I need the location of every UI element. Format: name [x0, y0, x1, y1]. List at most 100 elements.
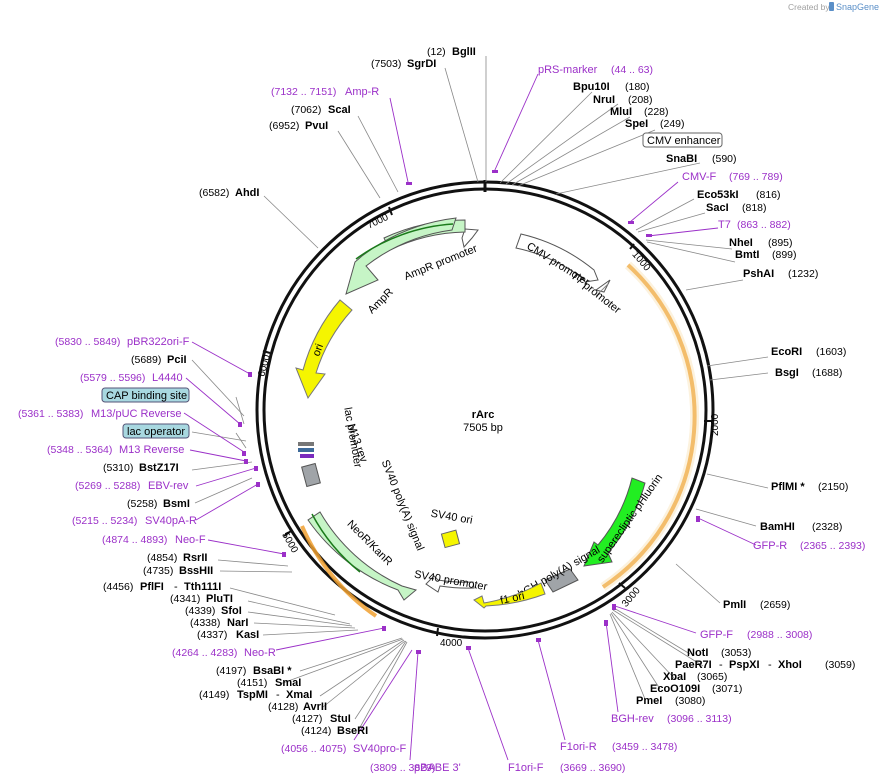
primer-lines [183, 73, 757, 761]
tick-2000: 2000 [710, 413, 721, 436]
primer-neo-r[interactable]: Neo-R [244, 647, 276, 659]
site-pshai[interactable]: PshAI [743, 268, 774, 280]
primer-gfp-f[interactable]: GFP-F [700, 629, 733, 641]
primer-pos: (44 .. 63) [611, 64, 653, 76]
site-pos: (899) [772, 249, 797, 261]
bgh-polya-feature[interactable] [544, 568, 579, 593]
f1-ori-feature[interactable] [473, 582, 546, 609]
site-avrii[interactable]: AvrII [303, 701, 327, 713]
site-pmli[interactable]: PmlI [723, 599, 746, 611]
site-xbai[interactable]: XbaI [663, 671, 686, 683]
primer-ebv-rev[interactable]: EBV-rev [148, 480, 189, 492]
primer-pbabe-3[interactable]: pBABE 3' [414, 762, 461, 774]
sv40-promoter-label: SV40 promoter [413, 569, 488, 594]
site-scai[interactable]: ScaI [328, 104, 351, 116]
site-bsabi[interactable]: BsaBI * [253, 665, 292, 677]
site-bseri[interactable]: BseRI [337, 725, 368, 737]
site-pmei[interactable]: PmeI [636, 695, 662, 707]
sv40-ori-label: SV40 ori [430, 508, 474, 527]
site-bpu10i[interactable]: Bpu10I [573, 81, 610, 93]
ampr-feature[interactable] [345, 217, 457, 295]
site-ahdi[interactable]: AhdI [235, 187, 259, 199]
site-eco53ki[interactable]: Eco53kI [697, 189, 739, 201]
site-pflmi[interactable]: PflMI * [771, 481, 805, 493]
primer-t7[interactable]: T7 [718, 219, 731, 231]
site-saci[interactable]: SacI [706, 202, 729, 214]
site-pos: (4128) [268, 701, 298, 713]
lac-operator-feature[interactable] [298, 448, 314, 452]
primer-m13-reverse[interactable]: M13 Reverse [119, 444, 184, 456]
site-paer7i[interactable]: PaeR7I [675, 659, 712, 671]
primer-pos: (5215 .. 5234) [72, 515, 137, 527]
primer-sv40pro-f[interactable]: SV40pro-F [353, 743, 406, 755]
site-bsgi[interactable]: BsgI [775, 367, 799, 379]
cap-binding-site-box[interactable] [101, 387, 190, 403]
site-spei[interactable]: SpeI [625, 118, 648, 130]
sv40-ori-feature[interactable] [440, 529, 461, 549]
primer-bgh-rev[interactable]: BGH-rev [611, 713, 654, 725]
site-bamhi[interactable]: BamHI [760, 521, 795, 533]
site-pspxi[interactable]: PspXI [729, 659, 760, 671]
site-pcii[interactable]: PciI [167, 354, 187, 366]
primer-amp-r[interactable]: Amp-R [345, 86, 379, 98]
ampr-promoter-arrow[interactable] [461, 228, 479, 249]
primer-f1ori-r[interactable]: F1ori-R [560, 741, 597, 753]
site-pos: (4854) [147, 552, 177, 564]
tick-6000: 6000 [256, 353, 272, 378]
lac-promoter-feature[interactable] [298, 442, 314, 446]
t7-promoter-feature[interactable] [594, 279, 611, 293]
primer-gfp-r[interactable]: GFP-R [753, 540, 787, 552]
ori-feature[interactable] [295, 299, 353, 400]
site-pluti[interactable]: PluTI [206, 593, 233, 605]
site-nari[interactable]: NarI [227, 617, 248, 629]
cmv-enhancer-box[interactable] [642, 132, 723, 148]
site-ecori[interactable]: EcoRI [771, 346, 802, 358]
site-kasi[interactable]: KasI [236, 629, 259, 641]
site-pos: (4339) [185, 605, 215, 617]
site-mlui[interactable]: MluI [610, 106, 632, 118]
site-tth111i[interactable]: Tth111I [184, 581, 221, 593]
neor-kanr-feature[interactable] [307, 511, 418, 601]
site-xhoi[interactable]: XhoI [778, 659, 802, 671]
primer-neo-f[interactable]: Neo-F [175, 534, 206, 546]
site-noti[interactable]: NotI [687, 647, 708, 659]
site-pos: (6952) [269, 120, 299, 132]
site-bstz17i[interactable]: BstZ17I [139, 462, 179, 474]
primer-pbr322ori-f[interactable]: pBR322ori-F [127, 336, 190, 348]
ampr-label: AmpR [366, 286, 396, 316]
site-snabi[interactable]: SnaBI [666, 153, 697, 165]
site-bsshii[interactable]: BssHII [179, 565, 213, 577]
primer-l4440[interactable]: L4440 [152, 372, 183, 384]
site-smai[interactable]: SmaI [275, 677, 301, 689]
site-nrui[interactable]: NruI [593, 94, 615, 106]
primer-m13-puc-reverse[interactable]: M13/pUC Reverse [91, 408, 181, 420]
site-rsrii[interactable]: RsrII [183, 552, 207, 564]
primer-prs-marker[interactable]: pRS-marker [538, 64, 598, 76]
site-bglii[interactable]: BglII [452, 46, 476, 58]
site-bsmi[interactable]: BsmI [163, 498, 190, 510]
phluorin-feature[interactable] [583, 477, 646, 567]
site-pos: (1232) [788, 268, 818, 280]
sv40-polya-feature[interactable] [301, 462, 321, 488]
site-eco0109i[interactable]: EcoO109I [650, 683, 700, 695]
site-pflfi[interactable]: PflFI [140, 581, 164, 593]
site-sgrdi[interactable]: SgrDI [407, 58, 436, 70]
primer-f1ori-f[interactable]: F1ori-F [508, 762, 544, 774]
site-pvui[interactable]: PvuI [305, 120, 328, 132]
site-sfoi[interactable]: SfoI [221, 605, 242, 617]
sv40-promoter-feature[interactable] [425, 575, 475, 593]
site-tspmi[interactable]: TspMI [237, 689, 268, 701]
site-pos: (4124) [301, 725, 331, 737]
lac-operator-box[interactable] [122, 423, 190, 439]
site-nhei[interactable]: NheI [729, 237, 753, 249]
primer-sv40pa-r[interactable]: SV40pA-R [145, 515, 197, 527]
site-xmai[interactable]: XmaI [286, 689, 312, 701]
site-stui[interactable]: StuI [330, 713, 351, 725]
primer-cmv-f[interactable]: CMV-F [682, 171, 717, 183]
site-pos: (6582) [199, 187, 229, 199]
site-bmti[interactable]: BmtI [735, 249, 759, 261]
cmv-promoter-feature[interactable] [515, 233, 599, 283]
m13-rev-feature[interactable] [300, 454, 314, 458]
site-pos: (208) [628, 94, 653, 106]
primer-pos: (769 .. 789) [729, 171, 783, 183]
